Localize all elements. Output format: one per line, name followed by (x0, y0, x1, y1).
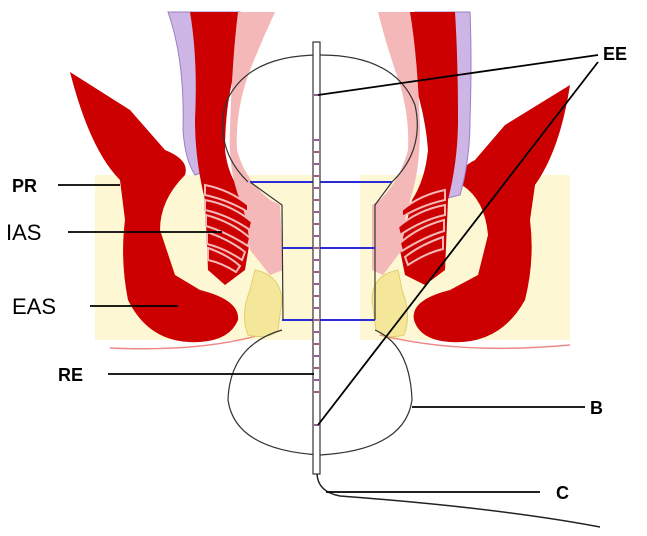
probe-shaft (313, 42, 320, 474)
label-re: RE (58, 365, 83, 385)
label-ias: IAS (6, 220, 41, 245)
label-eas: EAS (12, 294, 56, 319)
label-c: C (556, 483, 569, 503)
label-ee: EE (603, 44, 627, 64)
label-pr: PR (12, 176, 37, 196)
label-b: B (590, 398, 603, 418)
